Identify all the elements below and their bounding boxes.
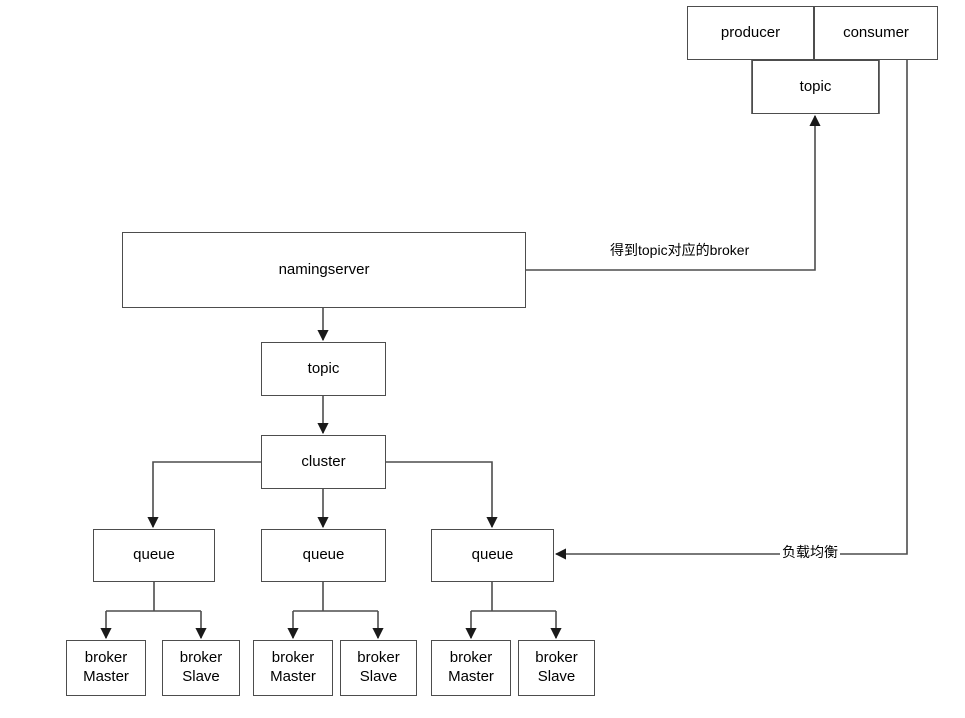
node-topic-top[interactable]: topic bbox=[752, 60, 879, 114]
node-broker-master-1[interactable]: broker Master bbox=[66, 640, 146, 696]
node-topic-main[interactable]: topic bbox=[261, 342, 386, 396]
node-broker-master-2-label: broker Master bbox=[270, 649, 316, 685]
node-broker-slave-1-label: broker Slave bbox=[179, 649, 223, 685]
node-namingserver[interactable]: namingserver bbox=[122, 232, 526, 308]
node-broker-slave-3[interactable]: broker Slave bbox=[518, 640, 595, 696]
node-topic-main-label: topic bbox=[307, 359, 340, 377]
node-consumer[interactable]: consumer bbox=[814, 6, 938, 60]
node-producer[interactable]: producer bbox=[687, 6, 814, 60]
node-broker-master-3-label: broker Master bbox=[448, 649, 494, 685]
node-broker-slave-2[interactable]: broker Slave bbox=[340, 640, 417, 696]
node-broker-slave-2-label: broker Slave bbox=[357, 649, 400, 685]
node-broker-slave-1[interactable]: broker Slave bbox=[162, 640, 240, 696]
node-queue-3-label: queue bbox=[471, 546, 514, 564]
node-broker-slave-3-label: broker Slave bbox=[535, 649, 578, 685]
connector-cluster-to-queue3 bbox=[386, 461, 498, 529]
node-consumer-label: consumer bbox=[843, 23, 909, 41]
node-cluster-label: cluster bbox=[301, 452, 346, 470]
node-queue-1-label: queue bbox=[133, 546, 175, 564]
node-producer-label: producer bbox=[720, 23, 781, 41]
node-broker-master-2[interactable]: broker Master bbox=[253, 640, 333, 696]
edge-label-load-balance: 负载均衡 bbox=[780, 544, 840, 560]
node-queue-2[interactable]: queue bbox=[261, 529, 386, 582]
node-namingserver-label: namingserver bbox=[278, 260, 370, 278]
node-queue-2-label: queue bbox=[302, 546, 345, 564]
node-queue-1[interactable]: queue bbox=[93, 529, 215, 582]
edge-label-get-broker-for-topic: 得到topic对应的broker bbox=[608, 242, 752, 258]
connector-consumer-to-queue3 bbox=[554, 60, 908, 560]
connector-cluster-to-queue1 bbox=[147, 461, 261, 529]
node-broker-master-1-label: broker Master bbox=[83, 649, 129, 685]
node-cluster[interactable]: cluster bbox=[261, 435, 386, 489]
node-broker-master-3[interactable]: broker Master bbox=[431, 640, 511, 696]
node-queue-3[interactable]: queue bbox=[431, 529, 554, 582]
node-topic-top-label: topic bbox=[799, 77, 832, 95]
